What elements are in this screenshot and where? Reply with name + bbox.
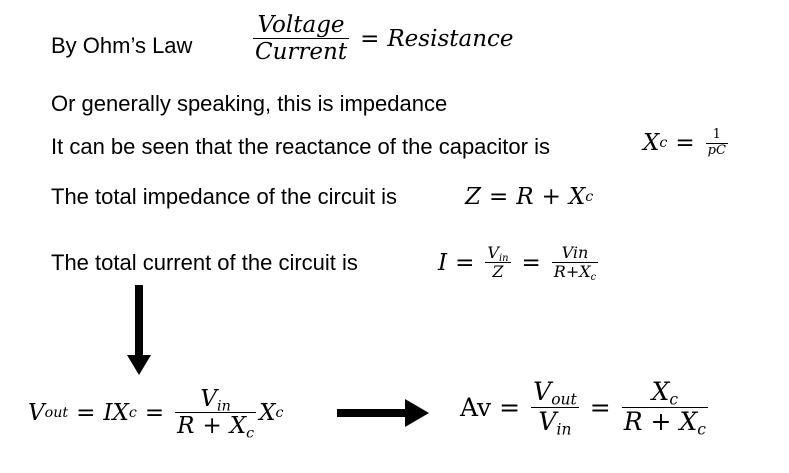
equals-sign: = [488, 184, 509, 210]
symbol-v: V [538, 406, 557, 436]
equals-sign: = [499, 392, 521, 422]
impedance-line: Or generally speaking, this is impedance [51, 91, 448, 116]
symbol-x: X [651, 377, 670, 406]
symbol-x: X [679, 406, 698, 436]
equals-sign: = [589, 392, 611, 422]
reactance-line: It can be seen that the reactance of the… [51, 134, 550, 159]
symbol-v: V [200, 386, 218, 412]
symbol-z: Z [492, 262, 504, 282]
subscript-out: out [551, 390, 577, 409]
vout-over-vin: Vout Vin [531, 377, 579, 439]
subscript-c: c [590, 272, 597, 284]
numerator-one: 1 [712, 127, 721, 142]
ohms-law-formula: Voltage Current = Resistance [250, 12, 514, 66]
vin-over-r-plus-xc: Vin R+Xc [551, 243, 599, 284]
arrow-right-icon [337, 399, 429, 427]
total-impedance-line: The total impedance of the circuit is [51, 184, 398, 209]
symbol-i: I [438, 249, 448, 276]
denominator-pc: pC [707, 142, 726, 158]
total-current-line: The total current of the circuit is [51, 250, 358, 275]
subscript-c: c [246, 425, 255, 442]
equals-sign: = [521, 249, 541, 276]
gain-symbol: Av [460, 392, 492, 422]
plus-sign: + [650, 406, 672, 436]
symbol-x: X [112, 399, 129, 426]
symbol-z: Z [465, 184, 481, 210]
ohms-law-label: By Ohm’s Law [51, 33, 193, 58]
symbol-x: X [259, 399, 276, 426]
symbol-r: R [516, 184, 534, 210]
arrow-down-icon [127, 285, 151, 375]
symbol-r: R [177, 413, 195, 440]
subscript-in: in [556, 420, 572, 439]
subscript-c: c [697, 420, 706, 439]
symbol-v: V [533, 377, 552, 406]
equals-sign: = [360, 25, 380, 52]
vin-over-z: Vin Z [485, 243, 511, 282]
symbol-v: V [28, 399, 45, 426]
equals-sign: = [675, 130, 695, 157]
plus-sign: + [202, 413, 222, 440]
numerator-vin: Vin [561, 243, 589, 262]
symbol-r: R [623, 406, 643, 436]
voltage-over-current: Voltage Current [253, 12, 350, 66]
equals-sign: = [76, 399, 96, 426]
voltage-gain-formula: Av = Vout Vin = Xc R+Xc [460, 377, 711, 439]
plus-sign: + [565, 262, 580, 282]
plus-sign: + [541, 184, 561, 210]
subscript-in: in [217, 398, 231, 415]
equals-sign: = [144, 399, 165, 426]
subscript-in: in [498, 252, 509, 264]
symbol-x: X [568, 184, 586, 210]
numerator-voltage: Voltage [257, 12, 345, 38]
symbol-i: I [103, 399, 113, 426]
subscript-c: c [669, 390, 679, 409]
symbol-r: R [553, 262, 566, 282]
symbol-x: X [643, 130, 660, 157]
resistance-term: Resistance [387, 25, 514, 52]
total-current-formula: I = Vin Z = Vin R+Xc [438, 243, 601, 284]
equals-sign: = [455, 249, 475, 276]
one-over-pc: 1 pC [705, 127, 728, 159]
xc-over-r-plus-xc: Xc R+Xc [621, 377, 708, 439]
symbol-x: X [229, 413, 247, 440]
symbol-v: V [487, 243, 499, 262]
vin-over-r-plus-xc-large: Vin R + Xc [175, 386, 257, 442]
denominator-current: Current [255, 39, 348, 66]
symbol-x: X [579, 262, 591, 282]
